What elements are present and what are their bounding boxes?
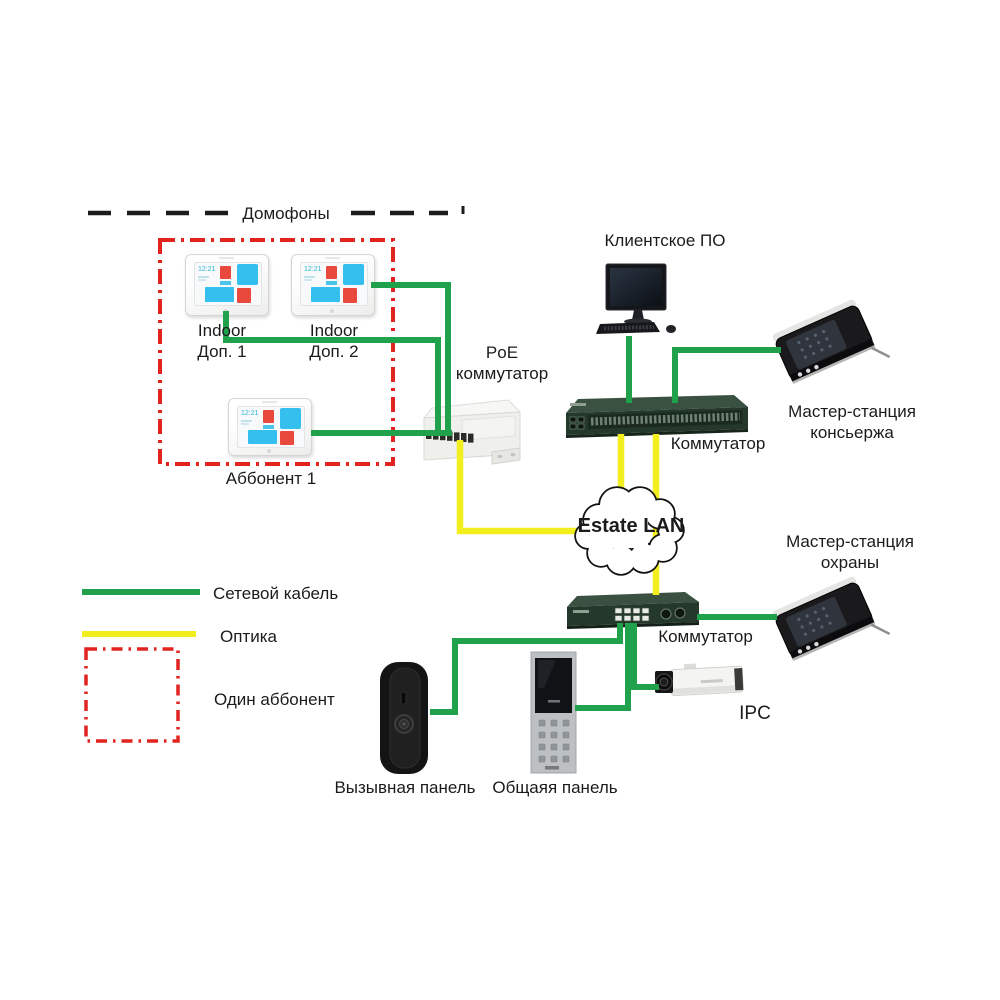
pc-screen: [610, 268, 662, 306]
station-buttons: [797, 364, 819, 377]
screen-text-line: [304, 276, 315, 278]
speaker-slot: [219, 257, 234, 259]
client-pc-label: Клиентское ПО: [604, 231, 726, 250]
cable-accessswitch-commonpanel: [575, 623, 631, 711]
pc-keyboard: [596, 322, 660, 334]
legend-one-subscriber-label: Один аббонент: [214, 690, 335, 709]
core-switch-label: Коммутатор: [670, 434, 766, 453]
station-buttons: [797, 641, 819, 654]
screen-tile-blue: [205, 287, 234, 302]
screen-tile-red: [237, 288, 251, 303]
screen-tile-strip: [220, 281, 231, 285]
security-label-line1: Мастер-станция: [786, 532, 914, 551]
screen-tile-blue: [343, 264, 364, 285]
pc-mouse: [666, 325, 676, 333]
poe-switch-device: [422, 399, 522, 465]
ipc-label: IPC: [739, 703, 771, 724]
port-row: [590, 412, 741, 426]
station-stylus: [870, 623, 891, 636]
cable-accessswitch-callpanel: [430, 623, 623, 715]
estate-lan-label: Estate LAN: [577, 515, 685, 537]
uplink-ports: [569, 416, 585, 430]
keypad-dots: [797, 606, 832, 636]
screen-tile-red: [263, 410, 274, 423]
client-pc-device: [596, 263, 676, 334]
screen-text-line: [241, 420, 252, 422]
speaker-slot: [325, 257, 340, 259]
concierge-label-line2: консьержа: [810, 423, 894, 442]
access-switch-label: Коммутатор: [658, 627, 753, 646]
screen-text-line: [304, 279, 312, 281]
legend-optic-label: Оптика: [220, 627, 277, 646]
round-connectors: [660, 607, 686, 620]
switch-logo: [570, 403, 586, 406]
home-button-dot: [224, 309, 228, 313]
master-security-label: Мастер-станция охраны: [774, 531, 926, 573]
screen-tile-blue: [237, 264, 258, 285]
pc-stand: [632, 310, 644, 320]
common-panel-label: Общаяя панель: [492, 778, 618, 797]
legend-network-cable-label: Сетевой кабель: [213, 584, 339, 603]
indoor1-label: Indoor Доп. 1: [180, 320, 264, 362]
home-button-dot: [330, 309, 334, 313]
indoor1-name: Indoor: [197, 321, 247, 340]
camera-brand-strip: [700, 679, 723, 684]
panel-brand-strip: [545, 766, 559, 770]
screen-text-line: [241, 423, 249, 425]
indoor2-name: Indoor: [309, 321, 359, 340]
screen-tile-red: [326, 266, 337, 279]
keypad-dots: [797, 329, 832, 359]
monitor-screen: 12:21: [237, 406, 305, 448]
subscriber-monitor: 12:21: [228, 398, 312, 456]
access-switch-device: [567, 592, 699, 629]
legend-subscriber-swatch: [84, 647, 180, 743]
call-panel-label: Вызывная панель: [334, 778, 476, 797]
screen-tile-blue: [280, 408, 301, 429]
panel-keypad: [538, 719, 570, 763]
screen-text-line: [198, 279, 206, 281]
security-label-line2: охраны: [820, 553, 880, 572]
screen-tile-blue: [311, 287, 340, 302]
station-screen: [786, 597, 847, 647]
screen-tile-blue: [248, 430, 277, 444]
screen-tile-red: [280, 431, 294, 445]
poe-label-line2: коммутатор: [455, 364, 549, 383]
screen-tile-red: [343, 288, 357, 303]
ipc-camera-device: [655, 663, 744, 697]
indoor2-label: Indoor Доп. 2: [290, 320, 378, 362]
screen-clock: 12:21: [304, 266, 322, 273]
screen-tile-strip: [326, 281, 337, 285]
screen-tile-strip: [263, 425, 274, 429]
indoor-monitor-2: 12:21: [291, 254, 375, 316]
screen-clock: 12:21: [241, 410, 259, 417]
station-stylus: [870, 346, 891, 359]
screen-clock: 12:21: [198, 266, 216, 273]
master-station-security-device: [772, 576, 891, 661]
camera-slot: [400, 691, 407, 705]
common-panel-device: [530, 651, 577, 774]
subscriber1-label: Аббонент 1: [225, 469, 317, 488]
monitor-screen: 12:21: [300, 262, 368, 306]
switch-logo: [573, 610, 589, 613]
concierge-label-line1: Мастер-станция: [788, 402, 916, 421]
master-concierge-label: Мастер-станция консьержа: [774, 401, 930, 443]
poe-label-line1: PoE: [485, 343, 519, 362]
poe-switch-label: PoE коммутатор: [446, 342, 558, 384]
master-station-concierge-device: [772, 299, 891, 384]
rj45-ports: [614, 607, 650, 622]
screen-tile-red: [220, 266, 231, 279]
domofony-group-label: Домофоны: [242, 204, 330, 223]
indoor1-sub: Доп. 1: [197, 342, 247, 361]
indoor-monitor-1: 12:21: [185, 254, 269, 316]
indoor2-sub: Доп. 2: [309, 342, 359, 361]
screen-text-line: [198, 276, 209, 278]
speaker-slot: [262, 401, 277, 403]
station-screen: [786, 320, 847, 370]
home-button-dot: [267, 449, 271, 453]
call-panel-device: [380, 662, 428, 774]
monitor-screen: 12:21: [194, 262, 262, 306]
legend-swatches: [82, 589, 200, 743]
